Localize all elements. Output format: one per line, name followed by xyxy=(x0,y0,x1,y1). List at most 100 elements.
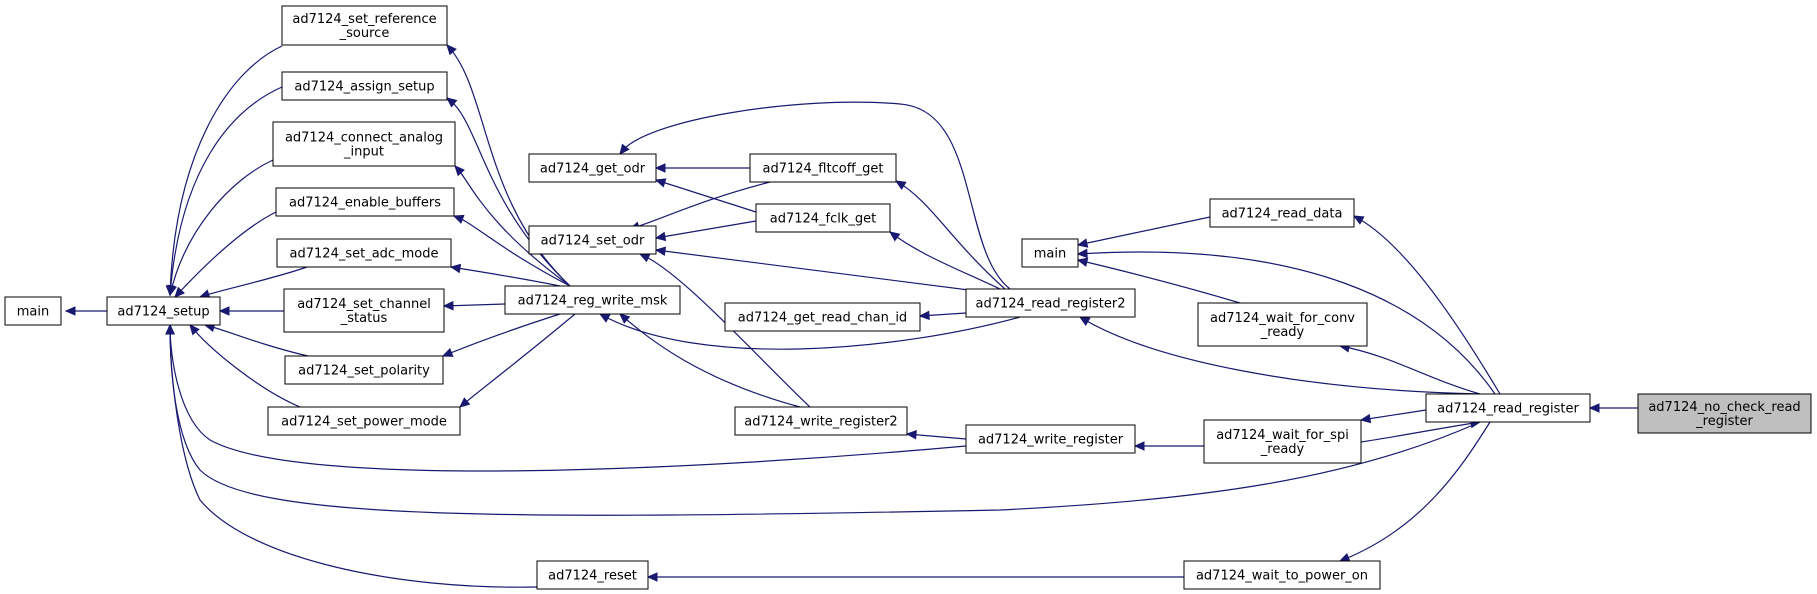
node-fltcoff-get[interactable]: ad7124_fltcoff_get xyxy=(749,153,897,183)
edge-read_register2-to-set_odr xyxy=(654,246,1001,295)
node-write-register[interactable]: ad7124_write_register xyxy=(965,424,1136,454)
node-box xyxy=(281,71,448,101)
node-box xyxy=(272,121,456,167)
node-box xyxy=(528,153,657,183)
node-set-polarity[interactable]: ad7124_set_polarity xyxy=(284,355,444,385)
node-main-left[interactable]: main xyxy=(4,296,62,326)
node-setup[interactable]: ad7124_setup xyxy=(106,296,221,326)
node-write-register2[interactable]: ad7124_write_register2 xyxy=(734,406,908,436)
arrowhead-icon xyxy=(905,430,917,440)
edge-wait_spi-to-read_register xyxy=(1360,418,1482,443)
edge-line xyxy=(450,266,561,287)
arrowhead-icon xyxy=(1338,553,1351,562)
node-assign-setup[interactable]: ad7124_assign_setup xyxy=(281,71,448,101)
node-label: ad7124_write_register2 xyxy=(744,415,897,430)
node-box xyxy=(965,288,1136,318)
node-label: ad7124_reset xyxy=(548,569,637,584)
edge-wait_conv-to-main_mid xyxy=(1076,257,1241,304)
node-box xyxy=(734,406,908,436)
edge-line xyxy=(189,324,301,408)
node-get-read-chan-id[interactable]: ad7124_get_read_chan_id xyxy=(724,302,921,332)
arrowhead-icon xyxy=(174,286,185,298)
node-reg-write-msk[interactable]: ad7124_reg_write_msk xyxy=(504,285,681,315)
node-box xyxy=(724,302,921,332)
edge-read_data-to-main_mid xyxy=(1076,216,1211,248)
node-box xyxy=(267,406,461,436)
node-wait-power-on[interactable]: ad7124_wait_to_power_on xyxy=(1183,560,1381,590)
node-label: ad7124_no_check_read xyxy=(1648,400,1800,415)
node-label: ad7124_wait_for_conv xyxy=(1210,311,1355,326)
edge-no_check-to-read_register xyxy=(1588,403,1638,413)
arrowhead-icon xyxy=(1352,215,1365,225)
node-label: ad7124_connect_analog xyxy=(285,131,443,146)
node-wait-spi[interactable]: ad7124_wait_for_spi_ready xyxy=(1203,419,1362,464)
node-label: ad7124_set_channel xyxy=(297,297,431,312)
edge-set_channel_status-to-setup xyxy=(218,306,284,316)
node-set-channel-status[interactable]: ad7124_set_channel_status xyxy=(283,288,445,333)
edge-line xyxy=(655,220,757,239)
arrowhead-icon xyxy=(459,397,471,408)
arrowhead-icon xyxy=(1588,403,1600,413)
node-set-adc-mode[interactable]: ad7124_set_adc_mode xyxy=(276,238,452,268)
edge-line xyxy=(639,253,811,408)
edge-line xyxy=(1339,345,1481,395)
node-set-ref[interactable]: ad7124_set_reference_source xyxy=(281,5,448,46)
edge-line xyxy=(1360,409,1427,421)
edge-read_register-to-wait_power_on xyxy=(1338,421,1491,562)
edge-connect_analog-to-setup xyxy=(167,159,274,297)
node-read-data[interactable]: ad7124_read_data xyxy=(1209,198,1355,228)
arrowhead-icon xyxy=(654,246,667,256)
node-label: _input xyxy=(343,145,384,160)
node-connect-analog[interactable]: ad7124_connect_analog_input xyxy=(272,121,456,167)
edge-line xyxy=(459,313,576,408)
node-box xyxy=(1425,393,1591,423)
node-box xyxy=(275,187,455,217)
arrowhead-icon xyxy=(638,253,651,263)
edge-write_register2-to-reg_write_msk xyxy=(619,313,801,408)
edge-line xyxy=(169,324,538,588)
arrowhead-icon xyxy=(446,44,457,56)
node-get-odr[interactable]: ad7124_get_odr xyxy=(528,153,657,183)
edge-line xyxy=(906,433,967,440)
edge-line xyxy=(1077,251,1496,395)
edge-reg_write_msk-to-set_channel_status xyxy=(442,300,506,311)
node-label: ad7124_fclk_get xyxy=(770,212,877,227)
edge-line xyxy=(1079,316,1481,395)
arrowhead-icon xyxy=(889,231,901,242)
node-enable-buffers[interactable]: ad7124_enable_buffers xyxy=(275,187,455,217)
node-no-check[interactable]: ad7124_no_check_read_register xyxy=(1637,393,1812,434)
node-label: _register xyxy=(1695,414,1753,429)
arrowhead-icon xyxy=(1076,238,1089,248)
edge-line xyxy=(174,211,277,298)
node-read-register2[interactable]: ad7124_read_register2 xyxy=(965,288,1136,318)
node-set-power-mode[interactable]: ad7124_set_power_mode xyxy=(267,406,461,436)
arrowhead-icon xyxy=(218,306,230,316)
node-reset[interactable]: ad7124_reset xyxy=(536,560,649,590)
arrowhead-icon xyxy=(654,163,666,173)
node-label: _status xyxy=(340,311,388,326)
node-box xyxy=(755,203,891,233)
edge-set_power_mode-to-setup xyxy=(189,324,301,408)
node-box xyxy=(1197,302,1368,347)
node-wait-conv[interactable]: ad7124_wait_for_conv_ready xyxy=(1197,302,1368,347)
node-set-odr[interactable]: ad7124_set_odr xyxy=(528,225,657,255)
node-label: ad7124_set_reference xyxy=(292,12,436,27)
edge-line xyxy=(889,231,1001,290)
node-label: ad7124_set_power_mode xyxy=(281,415,447,430)
edge-fltcoff_get-to-set_odr xyxy=(628,181,771,231)
node-fclk-get[interactable]: ad7124_fclk_get xyxy=(755,203,891,233)
arrowhead-icon xyxy=(1076,248,1088,259)
edge-reg_write_msk-to-connect_analog xyxy=(454,165,571,287)
node-box xyxy=(1637,393,1812,434)
edge-set_ref-to-setup xyxy=(165,45,283,297)
edge-line xyxy=(619,101,1011,290)
node-label: main xyxy=(1034,247,1066,262)
node-main-mid[interactable]: main xyxy=(1021,238,1079,268)
node-label: ad7124_read_register xyxy=(1437,402,1579,417)
edge-line xyxy=(599,313,1021,350)
edge-fclk_get-to-set_odr xyxy=(654,220,757,242)
node-label: ad7124_assign_setup xyxy=(294,80,434,95)
arrowhead-icon xyxy=(452,214,465,224)
node-read-register[interactable]: ad7124_read_register xyxy=(1425,393,1591,423)
arrowhead-icon xyxy=(449,263,462,274)
